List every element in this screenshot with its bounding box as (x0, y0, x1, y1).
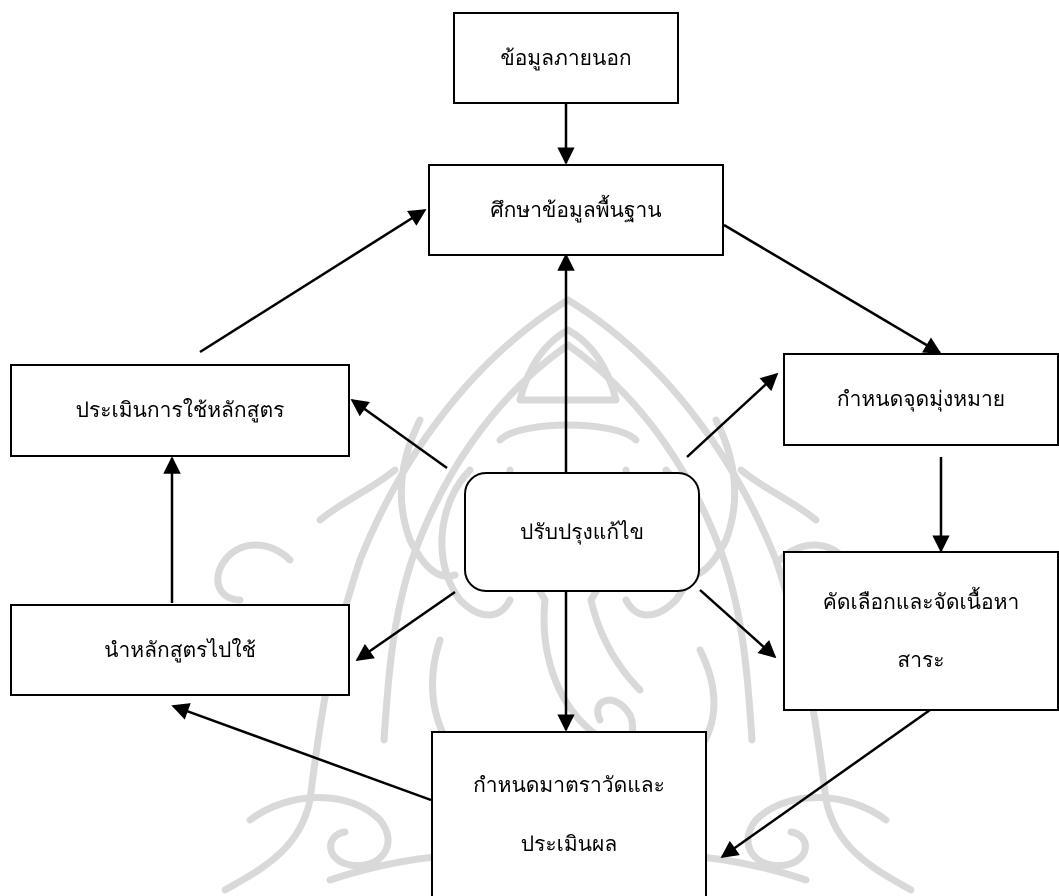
arrow-measurement-to-implement (171, 703, 432, 802)
arrow-improve-to-content (699, 589, 777, 659)
arrow-content-to-measurement (720, 708, 931, 859)
node-evaluate-use: ประเมินการใช้หลักสูตร (10, 364, 350, 457)
node-set-goals: กำหนดจุดมุ่งหมาย (783, 353, 1059, 446)
node-label: ประเมินการใช้หลักสูตร (75, 398, 285, 423)
node-label-line-2: สาระ (897, 648, 945, 672)
node-label: ปรับปรุงแก้ไข (520, 519, 644, 544)
node-label-line-1: กำหนดมาตราวัดและ (473, 773, 665, 798)
node-select-content: คัดเลือกและจัดเนื้อหา สาระ (783, 551, 1059, 711)
node-label: นำหลักสูตรไปใช้ (104, 637, 256, 662)
node-label-line-1: คัดเลือกและจัดเนื้อหา (822, 589, 1020, 614)
node-external-data: ข้อมูลภายนอก (453, 12, 679, 104)
arrow-improve-to-goals (686, 372, 779, 458)
arrow-basic-to-goals (723, 223, 942, 355)
node-label: ศึกษาข้อมูลพื้นฐาน (490, 197, 662, 222)
arrow-improve-to-evaluate (350, 398, 448, 470)
node-implement: นำหลักสูตรไปใช้ (10, 604, 350, 696)
node-set-measurement: กำหนดมาตราวัดและ ประเมินผล (431, 731, 707, 896)
arrow-evaluate-to-basic (199, 208, 427, 354)
node-improve: ปรับปรุงแก้ไข (464, 472, 700, 592)
arrow-improve-to-implement (355, 590, 456, 662)
node-label: กำหนดจุดมุ่งหมาย (836, 387, 1006, 412)
node-label: ข้อมูลภายนอก (500, 45, 632, 70)
node-label-line-2: ประเมินผล (520, 831, 618, 856)
node-basic-study: ศึกษาข้อมูลพื้นฐาน (428, 164, 724, 256)
